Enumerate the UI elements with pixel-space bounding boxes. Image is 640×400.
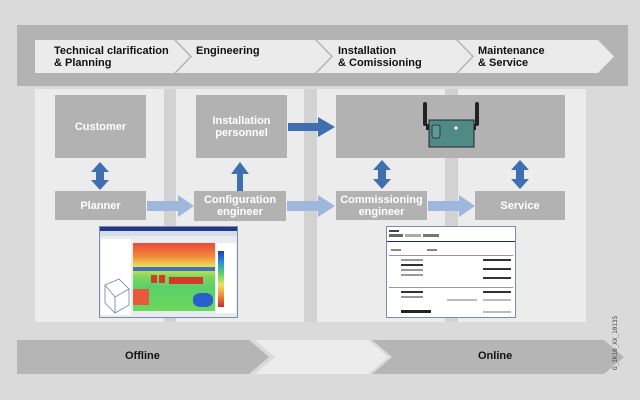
offline-label: Offline <box>125 350 160 362</box>
window-toolbar <box>100 231 237 236</box>
phase-label-installation: Installation & Comissioning <box>338 45 422 69</box>
commissioning-engineer-line2: engineer <box>358 205 405 218</box>
phase-label-line2: & Comissioning <box>338 57 422 69</box>
phase-label-line1: Maintenance <box>478 45 545 57</box>
configuration-engineer-line2: engineer <box>217 206 263 218</box>
phase-chevron-engineering <box>176 40 331 73</box>
customer-box: Customer <box>55 95 146 158</box>
planner-box: Planner <box>55 191 146 220</box>
commissioning-engineer-line1: Commissioning <box>340 193 423 206</box>
configuration-engineer-box: Configuration engineer <box>194 191 286 221</box>
planner-to-config-arrow <box>147 195 194 217</box>
phase-chevron-maintenance <box>458 40 614 73</box>
installation-personnel-box: Installation personnel <box>196 95 287 158</box>
phase-label-line1: Engineering <box>196 45 260 57</box>
service-label: Service <box>500 199 540 212</box>
router-device-icon <box>423 102 479 148</box>
3d-model-thumbnail <box>104 278 130 314</box>
heatmap-view <box>133 243 215 311</box>
config-to-commissioning-arrow <box>287 195 335 217</box>
customer-label: Customer <box>74 120 127 133</box>
color-legend <box>216 243 236 313</box>
heatmap-software-screenshot <box>99 226 238 318</box>
window-title-bar <box>100 227 237 231</box>
header-divider <box>387 241 515 242</box>
phase-label-line1: Technical clarification <box>54 45 169 57</box>
phase-label-planning: Technical clarification & Planning <box>54 45 169 69</box>
tree-panel <box>101 239 131 315</box>
phase-label-line2: & Service <box>478 57 529 69</box>
phase-chevron-installation <box>317 40 472 73</box>
online-label: Online <box>478 350 513 362</box>
config-to-installation-arrow <box>231 162 249 191</box>
device-commissioning-double-arrow <box>373 160 391 189</box>
commissioning-engineer-box: Commissioning engineer <box>336 191 427 220</box>
customer-planner-double-arrow <box>91 162 109 190</box>
service-box: Service <box>475 191 565 220</box>
phase-chevron-planning <box>35 40 190 73</box>
planner-label: Planner <box>80 199 121 212</box>
installation-personnel-line1: Installation <box>212 114 271 127</box>
figure-code: G_IK10_XX_10135 <box>612 315 619 370</box>
transition-band <box>255 340 388 374</box>
installation-personnel-line2: personnel <box>215 126 268 139</box>
commissioning-to-service-arrow <box>428 195 475 217</box>
phase-label-maintenance: Maintenance & Service <box>478 45 545 69</box>
device-service-double-arrow <box>511 160 529 189</box>
phase-label-line1: Installation <box>338 45 397 57</box>
online-band <box>372 340 624 374</box>
configuration-engineer-line1: Configuration <box>203 194 277 206</box>
phase-label-line2: & Planning <box>54 57 112 69</box>
offline-band <box>17 340 269 374</box>
installation-to-device-arrow <box>288 117 335 137</box>
table-software-screenshot <box>386 226 516 318</box>
phase-label-engineering: Engineering <box>196 45 260 57</box>
